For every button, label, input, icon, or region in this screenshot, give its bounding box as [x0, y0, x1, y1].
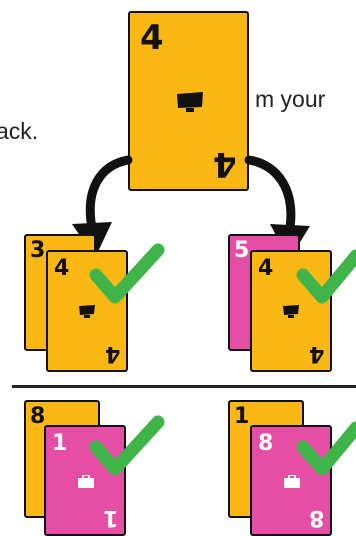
check-icon	[96, 250, 158, 297]
check-icon	[96, 422, 158, 469]
check-icon	[303, 428, 356, 469]
check-icon	[303, 256, 356, 297]
